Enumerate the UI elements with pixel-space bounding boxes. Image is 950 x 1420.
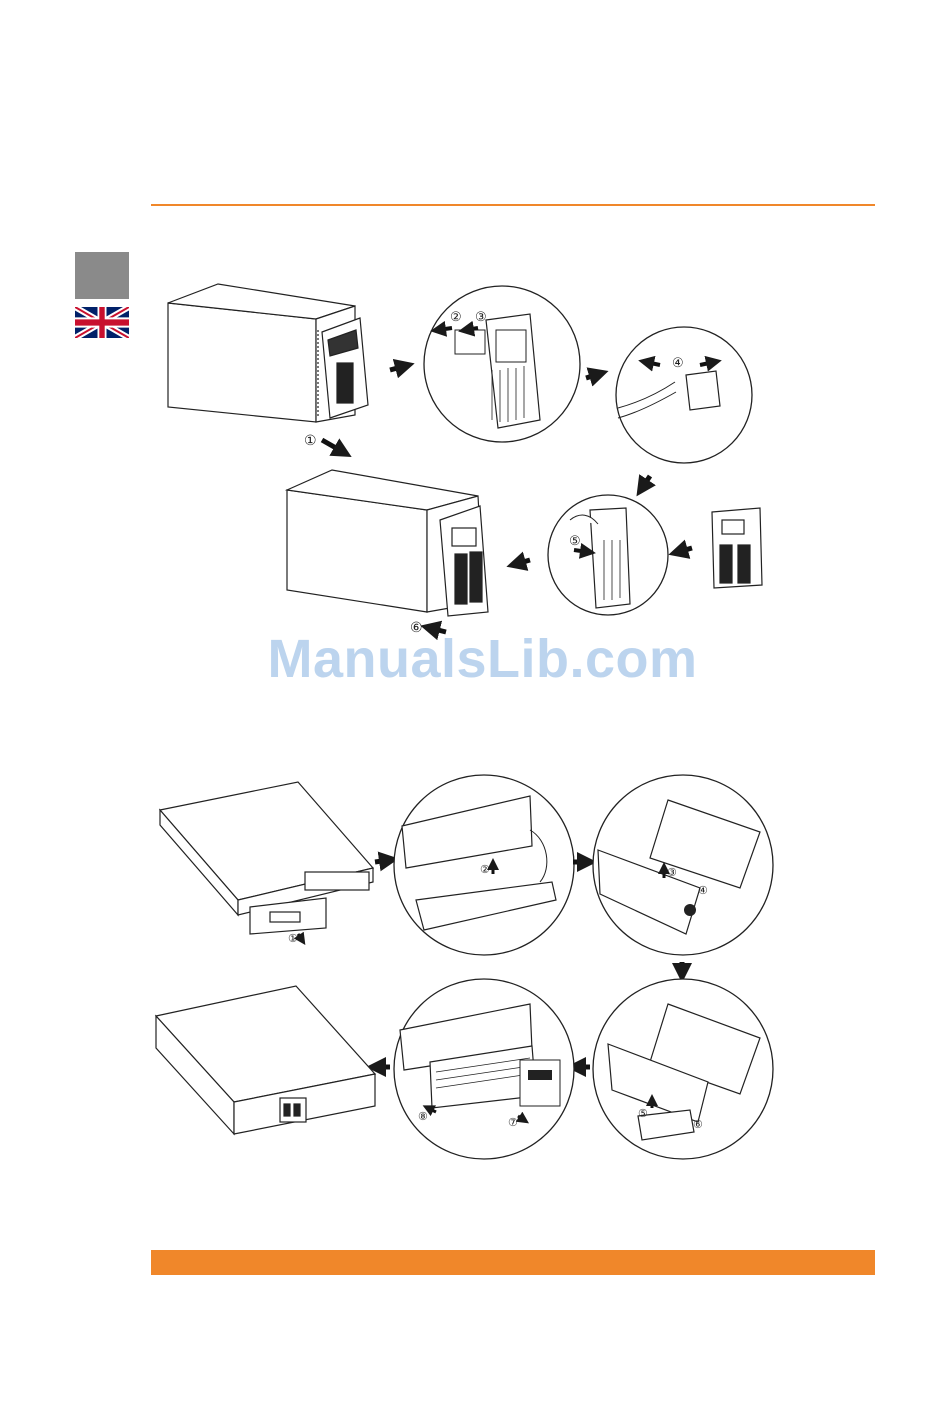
arrow-icon bbox=[586, 374, 599, 378]
arrow-icon bbox=[466, 328, 478, 330]
svg-text:⑤: ⑤ bbox=[569, 534, 581, 549]
arrow-icon bbox=[298, 934, 302, 940]
rack-ups-step8 bbox=[156, 986, 375, 1134]
rack-detail-circle-2: ③ ④ bbox=[593, 775, 773, 955]
arrow-icon bbox=[438, 328, 452, 330]
arrow-icon bbox=[678, 548, 692, 552]
arrow-icon bbox=[390, 366, 405, 370]
svg-text:⑥: ⑥ bbox=[693, 1118, 703, 1131]
arrow-icon bbox=[642, 476, 650, 488]
tower-detail-circle-2: ④ bbox=[616, 327, 752, 463]
svg-text:⑧: ⑧ bbox=[418, 1110, 428, 1123]
rack-ups-step1 bbox=[160, 782, 373, 934]
rack-detail-circle-1: ② bbox=[394, 775, 574, 955]
tower-ups-step6 bbox=[287, 470, 488, 616]
svg-text:⑤: ⑤ bbox=[638, 1107, 648, 1120]
arrow-icon bbox=[574, 550, 588, 552]
svg-text:①: ① bbox=[304, 433, 317, 449]
rack-step1-label: ① bbox=[288, 932, 302, 945]
svg-text:③: ③ bbox=[667, 866, 677, 879]
svg-text:②: ② bbox=[480, 863, 490, 876]
svg-text:⑦: ⑦ bbox=[508, 1116, 518, 1129]
tower-ups-step1 bbox=[168, 284, 368, 422]
rack-detail-circle-4: ⑧ ⑦ bbox=[394, 979, 574, 1159]
svg-text:④: ④ bbox=[672, 356, 684, 371]
arrow-icon bbox=[516, 560, 530, 564]
svg-text:②: ② bbox=[450, 310, 462, 325]
watermark: ManualsLib.com bbox=[0, 628, 950, 690]
svg-text:①: ① bbox=[288, 932, 298, 945]
tower-new-panel bbox=[712, 508, 762, 588]
tower-detail-circle-1: ② ③ bbox=[424, 286, 580, 442]
tower-step1-label: ① bbox=[304, 433, 343, 452]
tower-detail-circle-3: ⑤ bbox=[548, 495, 668, 615]
arrow-icon bbox=[375, 860, 389, 862]
footer-bar bbox=[151, 1250, 875, 1275]
svg-text:④: ④ bbox=[698, 884, 708, 897]
rack-detail-circle-3: ⑤ ⑥ bbox=[593, 979, 773, 1159]
arrow-icon bbox=[322, 440, 343, 452]
svg-text:③: ③ bbox=[475, 310, 487, 325]
